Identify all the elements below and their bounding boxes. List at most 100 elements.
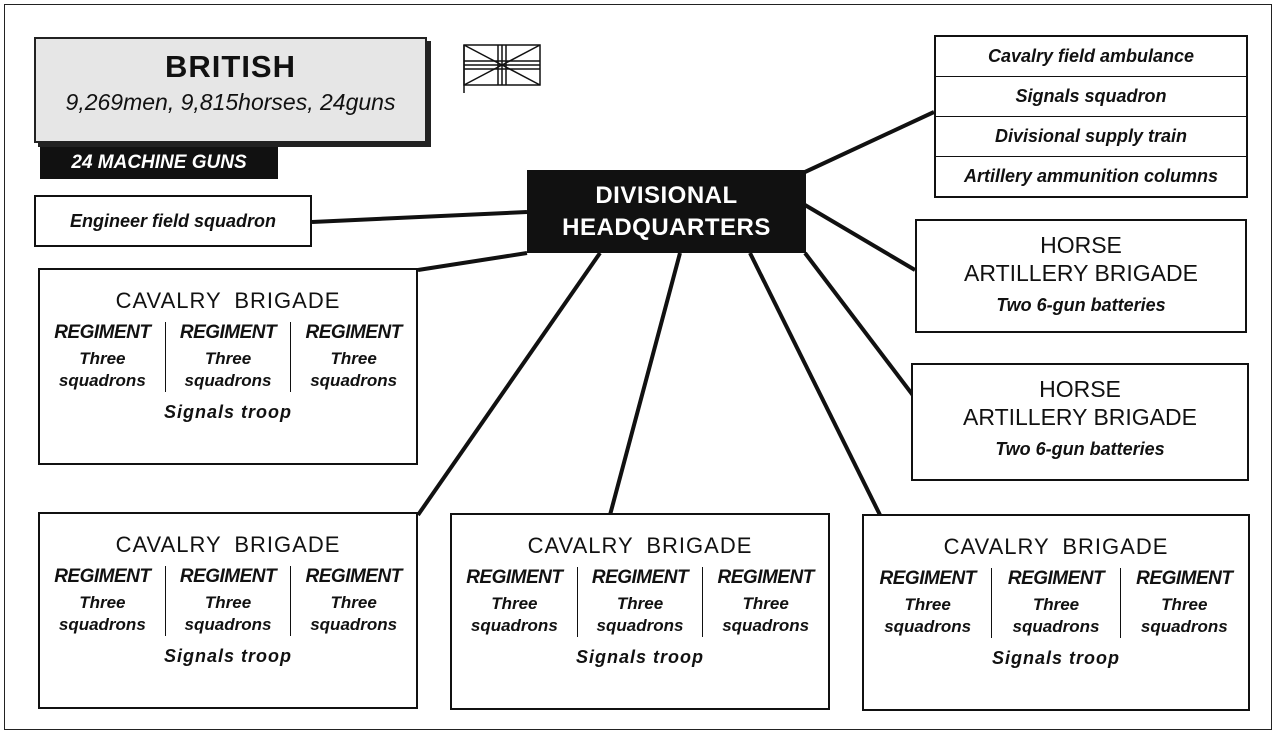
support-unit: Cavalry field ambulance [936,37,1246,77]
signals-troop: Signals troop [163,646,292,666]
regiment-name: REGIMENT [54,566,151,587]
artillery-title: HORSE ARTILLERY BRIGADE [913,375,1247,431]
engineer-field-squadron: Engineer field squadron [34,195,312,247]
regiment: REGIMENT Three squadrons [291,322,416,392]
brigade-title: CAVALRY BRIGADE [527,533,753,558]
regiment-squadrons: Three squadrons [580,593,701,637]
outer-frame [4,4,1272,730]
squadrons-line-1: Three [904,595,951,614]
squadrons-line-2: squadrons [58,371,146,390]
regiments-row: REGIMENT Three squadrons REGIMENT Three sq… [452,567,828,637]
line-to-cavalry-3 [608,252,682,516]
horse-artillery-brigade-1: HORSE ARTILLERY BRIGADE Two 6-gun batter… [915,219,1247,333]
regiment-name: REGIMENT [717,567,815,588]
british-title-box: BRITISH 9,269men, 9,815horses, 24guns [34,37,427,143]
squadrons-line-2: squadrons [470,616,558,635]
regiments-row: REGIMENT Three squadrons REGIMENT Three sq… [40,322,416,392]
line-to-support [804,110,935,174]
regiment: REGIMENT Three squadrons [992,568,1121,638]
regiment-name: REGIMENT [466,567,563,588]
signals-troop: Signals troop [991,648,1120,668]
squadrons-line-2: squadrons [310,371,398,390]
signals-troop: Signals troop [163,402,292,422]
regiment: REGIMENT Three squadrons [864,568,993,638]
regiment-name: REGIMENT [879,568,977,589]
support-unit: Artillery ammunition columns [963,166,1219,186]
regiment-squadrons: Three squadrons [994,594,1117,638]
line-to-cavalry-1 [417,251,528,272]
regiment-name: REGIMENT [591,567,689,588]
support-unit: Signals squadron [936,77,1246,117]
squadrons-line-1: Three [330,593,377,612]
hq-line-1: DIVISIONAL [595,182,738,209]
squadrons-line-2: squadrons [1140,617,1228,636]
regiment-name: REGIMENT [179,566,277,587]
regiment-name: REGIMENT [305,566,403,587]
squadrons-line-2: squadrons [722,616,810,635]
squadrons-line-2: squadrons [884,617,972,636]
hq-line-2: HEADQUARTERS [562,214,771,241]
squadrons-line-1: Three [79,593,126,612]
squadrons-line-1: Three [204,349,252,368]
cavalry-brigade-1: CAVALRY BRIGADE REGIMENT Three squadrons … [38,268,418,465]
line-to-artillery-2 [803,251,917,400]
machine-guns-badge: 24 MACHINE GUNS [40,147,278,179]
line-to-engineer [311,210,528,224]
squadrons-line-1: Three [1032,595,1080,614]
regiment-squadrons: Three squadrons [454,593,575,637]
horse-artillery-brigade-2: HORSE ARTILLERY BRIGADE Two 6-gun batter… [911,363,1249,481]
squadrons-line-1: Three [491,594,538,613]
artillery-batteries: Two 6-gun batteries [995,439,1165,459]
squadrons-line-1: Three [330,349,377,368]
squadrons-line-1: Three [204,593,252,612]
artillery-title: HORSE ARTILLERY BRIGADE [917,231,1245,287]
artillery-title-line-2: ARTILLERY BRIGADE [963,404,1197,430]
brigade-title: CAVALRY BRIGADE [115,288,341,313]
squadrons-line-1: Three [1161,595,1208,614]
signals-troop: Signals troop [575,647,704,667]
regiments-row: REGIMENT Three squadrons REGIMENT Three sq… [40,566,416,636]
support-units-box: Cavalry field ambulance Signals squadron… [934,35,1248,198]
regiment-squadrons: Three squadrons [42,592,163,636]
army-name: BRITISH [165,49,296,84]
squadrons-line-1: Three [616,594,664,613]
army-strength: 9,269men, 9,815horses, 24guns [65,89,396,115]
squadrons-line-2: squadrons [58,615,146,634]
squadrons-line-2: squadrons [596,616,684,635]
brigade-title: CAVALRY BRIGADE [115,532,341,557]
regiment-name: REGIMENT [179,322,277,343]
regiment-squadrons: Three squadrons [866,594,989,638]
union-flag-icon [463,44,541,93]
regiment-squadrons: Three squadrons [168,592,289,636]
squadrons-line-2: squadrons [1012,617,1100,636]
regiment-name: REGIMENT [305,322,403,343]
regiment-squadrons: Three squadrons [1123,594,1246,638]
line-to-cavalry-4 [748,252,882,516]
line-to-artillery-1 [803,203,917,272]
artillery-title-line-2: ARTILLERY BRIGADE [964,260,1198,286]
regiment-squadrons: Three squadrons [293,348,414,392]
cavalry-brigade-3: CAVALRY BRIGADE REGIMENT Three squadrons … [450,513,830,710]
regiment-name: REGIMENT [54,322,151,343]
squadrons-line-2: squadrons [310,615,398,634]
artillery-title-line-1: HORSE [1039,376,1121,402]
support-unit: Divisional supply train [936,117,1246,157]
regiment: REGIMENT Three squadrons [578,567,704,637]
regiments-row: REGIMENT Three squadrons REGIMENT Three sq… [864,568,1248,638]
artillery-batteries: Two 6-gun batteries [996,295,1166,315]
regiment-squadrons: Three squadrons [293,592,414,636]
cavalry-brigade-2: CAVALRY BRIGADE REGIMENT Three squadrons … [38,512,418,709]
regiment: REGIMENT Three squadrons [166,566,292,636]
artillery-title-line-1: HORSE [1040,232,1122,258]
regiment: REGIMENT Three squadrons [452,567,578,637]
regiment-name: REGIMENT [1007,568,1105,589]
squadrons-line-2: squadrons [184,615,272,634]
